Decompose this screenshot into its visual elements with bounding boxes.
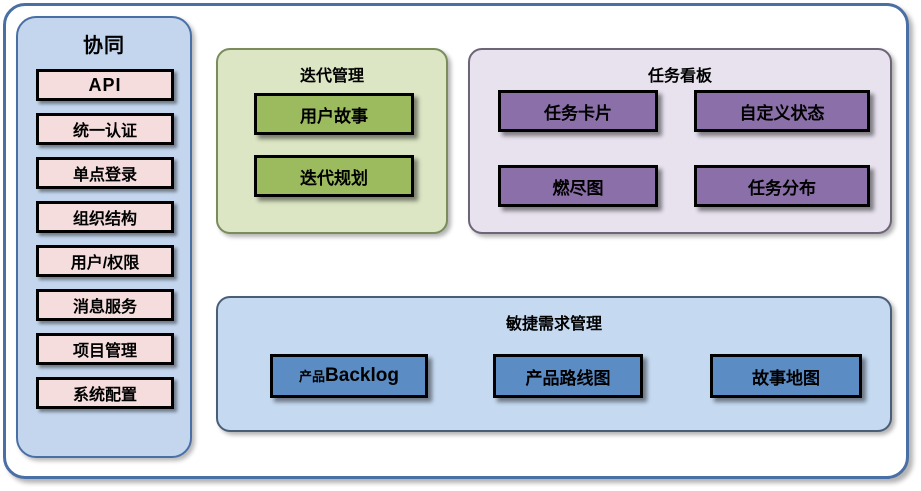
sidebar-item-message-service[interactable]: 消息服务: [36, 289, 174, 321]
agile-requirements-title: 敏捷需求管理: [505, 316, 602, 333]
sidebar-item-api[interactable]: API: [36, 69, 174, 101]
node-task-card[interactable]: 任务卡片: [498, 90, 658, 132]
node-burndown-chart[interactable]: 燃尽图: [498, 165, 658, 207]
node-task-distribution[interactable]: 任务分布: [694, 165, 870, 207]
iteration-management-panel: 迭代管理 用户故事 迭代规划: [216, 48, 448, 234]
sidebar-title: 协同: [83, 35, 125, 57]
sidebar-item-system-config[interactable]: 系统配置: [36, 377, 174, 409]
task-board-panel: 任务看板 任务卡片 自定义状态 燃尽图 任务分布: [468, 48, 892, 234]
task-board-title: 任务看板: [647, 68, 712, 85]
node-story-map[interactable]: 故事地图: [710, 354, 862, 398]
sidebar-item-project-management[interactable]: 项目管理: [36, 333, 174, 365]
collaboration-sidebar-panel: 协同 API 统一认证 单点登录 组织结构 用户/权限 消息服务 项目管理 系统…: [16, 16, 192, 458]
node-custom-status[interactable]: 自定义状态: [694, 90, 870, 132]
node-iteration-planning[interactable]: 迭代规划: [254, 155, 414, 197]
sidebar-item-single-sign-on[interactable]: 单点登录: [36, 157, 174, 189]
sidebar-item-user-permission[interactable]: 用户/权限: [36, 245, 174, 277]
iteration-management-title: 迭代管理: [299, 68, 364, 85]
sidebar-item-list: API 统一认证 单点登录 组织结构 用户/权限 消息服务 项目管理 系统配置: [36, 69, 174, 409]
node-product-roadmap[interactable]: 产品路线图: [493, 354, 643, 398]
sidebar-item-org-structure[interactable]: 组织结构: [36, 201, 174, 233]
sidebar-item-unified-auth[interactable]: 统一认证: [36, 113, 174, 145]
node-user-story[interactable]: 用户故事: [254, 93, 414, 135]
